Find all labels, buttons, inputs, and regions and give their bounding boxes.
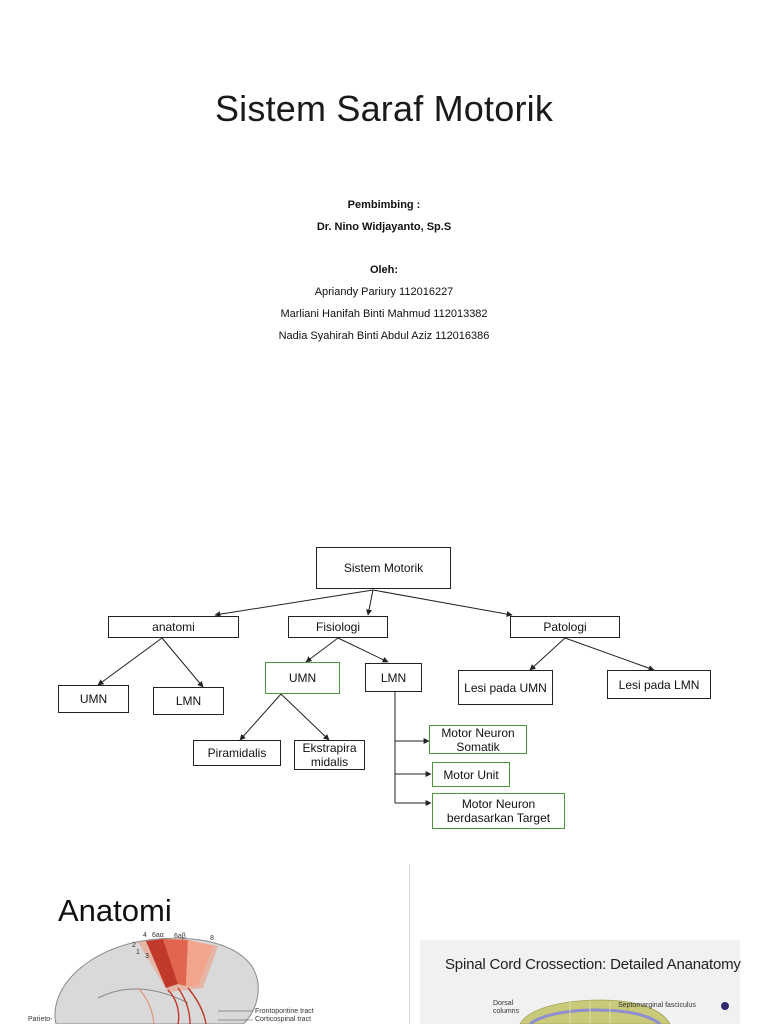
brain-cortex-figure [54,937,259,1024]
author-2: Marliani Hanifah Binti Mahmud 112013382 [280,308,488,320]
node-patologi: Patologi [510,616,620,638]
spinal-cord-title: Spinal Cord Crossection: Detailed Ananat… [445,956,741,973]
label-num-1: 1 [136,949,140,956]
label-septomarginal: Septomarginal fasciculus [618,1002,696,1009]
node-fisiologi-umn: UMN [265,662,340,694]
node-ekstrapiramidalis: Ekstrapira midalis [294,740,365,770]
edge-umn-piramidalis [239,693,282,741]
label-corticospinal: Corticospinal tract [255,1016,312,1023]
slide-divider [409,864,410,1024]
edge-fisiologi-lmn [337,637,389,663]
node-sistem-motorik: Sistem Motorik [316,547,451,589]
node-motor-neuron-somatik: Motor Neuron Somatik [429,725,527,754]
node-anatomi-umn: UMN [58,685,129,713]
node-lesi-lmn: Lesi pada LMN [607,670,711,699]
node-anatomi-lmn: LMN [153,687,224,715]
node-fisiologi: Fisiologi [288,616,388,638]
node-fisiologi-lmn: LMN [365,663,422,692]
edge-anatomi-lmn [161,637,204,688]
label-frontopontine: Frontopontine tract [255,1008,314,1015]
page-title: Sistem Saraf Motorik [214,88,554,129]
anatomi-heading: Anatomi [58,893,172,928]
diagram-connectors [97,589,655,806]
node-motor-unit: Motor Unit [432,762,510,787]
edge-umn-ekstrapiramidalis [280,693,330,741]
edge-root-fisiologi [366,589,374,616]
author-3: Nadia Syahirah Binti Abdul Aziz 11201638… [278,330,490,342]
label-area-4: 4 [143,932,147,939]
node-anatomi: anatomi [108,616,239,638]
node-lesi-umn: Lesi pada UMN [458,670,553,705]
edge-root-patologi [372,589,513,617]
edge-patologi-lesi-umn [529,637,566,671]
label-parieto: Parieto- [28,1016,53,1023]
label-area-6b: 6aβ [174,933,186,940]
edge-anatomi-umn [97,637,163,686]
supervisor-name: Dr. Nino Widjayanto, Sp.S [316,221,452,233]
label-num-3: 3 [145,953,149,960]
label-dorsal-columns: Dorsal columns [493,1000,520,1015]
node-piramidalis: Piramidalis [193,740,281,766]
edge-fisiologi-umn [305,637,339,663]
edge-root-anatomi [214,589,374,618]
node-motor-neuron-target: Motor Neuron berdasarkan Target [432,793,565,829]
label-area-8: 8 [210,935,214,942]
edge-patologi-lesi-lmn [564,637,655,671]
label-num-2: 2 [132,942,136,949]
label-area-6: 6aα [152,932,164,939]
authors-label: Oleh: [369,264,399,276]
author-1: Apriandy Pariury 112016227 [314,286,454,298]
spinal-cord-figure [519,999,729,1024]
supervisor-label: Pembimbing : [347,199,421,211]
